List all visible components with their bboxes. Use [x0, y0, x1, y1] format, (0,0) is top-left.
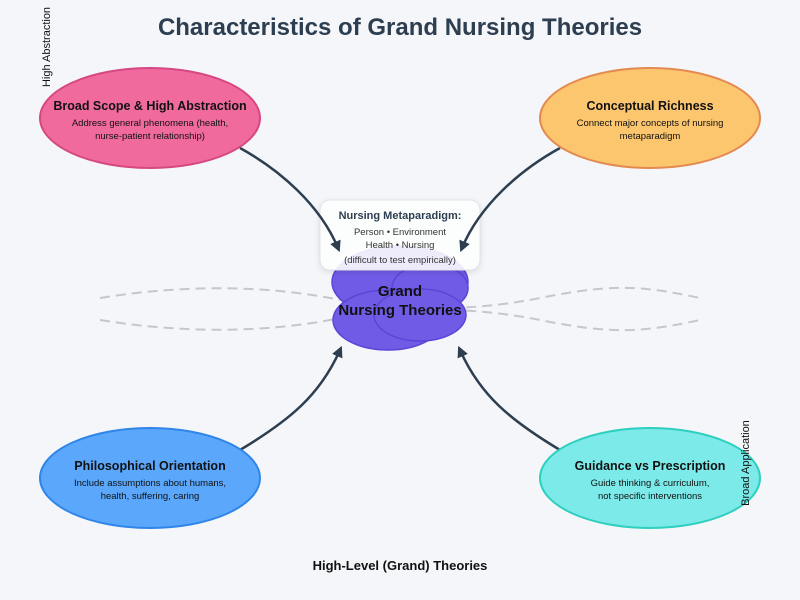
node-conceptual-richness-desc1: Connect major concepts of nursing — [577, 118, 724, 129]
node-philosophical-orientation-ellipse — [39, 427, 261, 529]
node-philosophical-orientation: Philosophical Orientation Include assump… — [39, 427, 261, 529]
node-broad-scope: Broad Scope & High Abstraction Address g… — [39, 67, 261, 169]
arrow-top-left — [239, 146, 341, 253]
dashed-wave-top — [99, 286, 701, 310]
center-label-line1: Grand — [378, 283, 422, 300]
metaparadigm-line2: Health • Nursing — [366, 240, 435, 251]
node-broad-scope-desc1: Address general phenomena (health, — [72, 118, 228, 129]
node-guidance-prescription-title: Guidance vs Prescription — [575, 459, 726, 473]
node-guidance-prescription: Guidance vs Prescription Guide thinking … — [539, 427, 761, 529]
node-guidance-prescription-ellipse — [539, 427, 761, 529]
node-conceptual-richness-title: Conceptual Richness — [586, 99, 713, 113]
arrow-bottom-left — [239, 345, 343, 452]
metaparadigm-line1: Person • Environment — [354, 227, 446, 238]
node-conceptual-richness: Conceptual Richness Connect major concep… — [539, 67, 761, 169]
center-ellipse-4 — [373, 288, 467, 342]
metaparadigm-box-bg — [319, 199, 481, 271]
node-broad-scope-title: Broad Scope & High Abstraction — [53, 99, 246, 113]
node-conceptual-richness-desc2: metaparadigm — [620, 131, 681, 142]
node-philosophical-orientation-title: Philosophical Orientation — [74, 459, 225, 473]
metaparadigm-box: Nursing Metaparadigm: Person • Environme… — [319, 199, 481, 271]
node-guidance-prescription-desc1: Guide thinking & curriculum, — [591, 478, 710, 489]
node-philosophical-orientation-desc1: Include assumptions about humans, — [74, 478, 226, 489]
axis-label-grand-theories: High-Level (Grand) Theories — [313, 558, 488, 573]
axis-label-high-abstraction: High Abstraction — [41, 7, 53, 87]
node-philosophical-orientation-desc2: health, suffering, caring — [101, 491, 200, 502]
dashed-wave-bottom — [99, 308, 701, 332]
center-label-line2: Nursing Theories — [338, 302, 461, 319]
arrow-top-right — [459, 146, 561, 253]
diagram-title: Characteristics of Grand Nursing Theorie… — [158, 14, 642, 41]
metaparadigm-title: Nursing Metaparadigm: — [339, 210, 462, 222]
node-broad-scope-desc2: nurse-patient relationship) — [95, 131, 205, 142]
metaparadigm-line3: (difficult to test empirically) — [344, 255, 456, 266]
node-broad-scope-ellipse — [39, 67, 261, 169]
node-conceptual-richness-ellipse — [539, 67, 761, 169]
node-guidance-prescription-desc2: not specific interventions — [598, 491, 702, 502]
axis-label-broad-application: Broad Application — [740, 420, 752, 506]
arrow-bottom-right — [457, 345, 561, 452]
